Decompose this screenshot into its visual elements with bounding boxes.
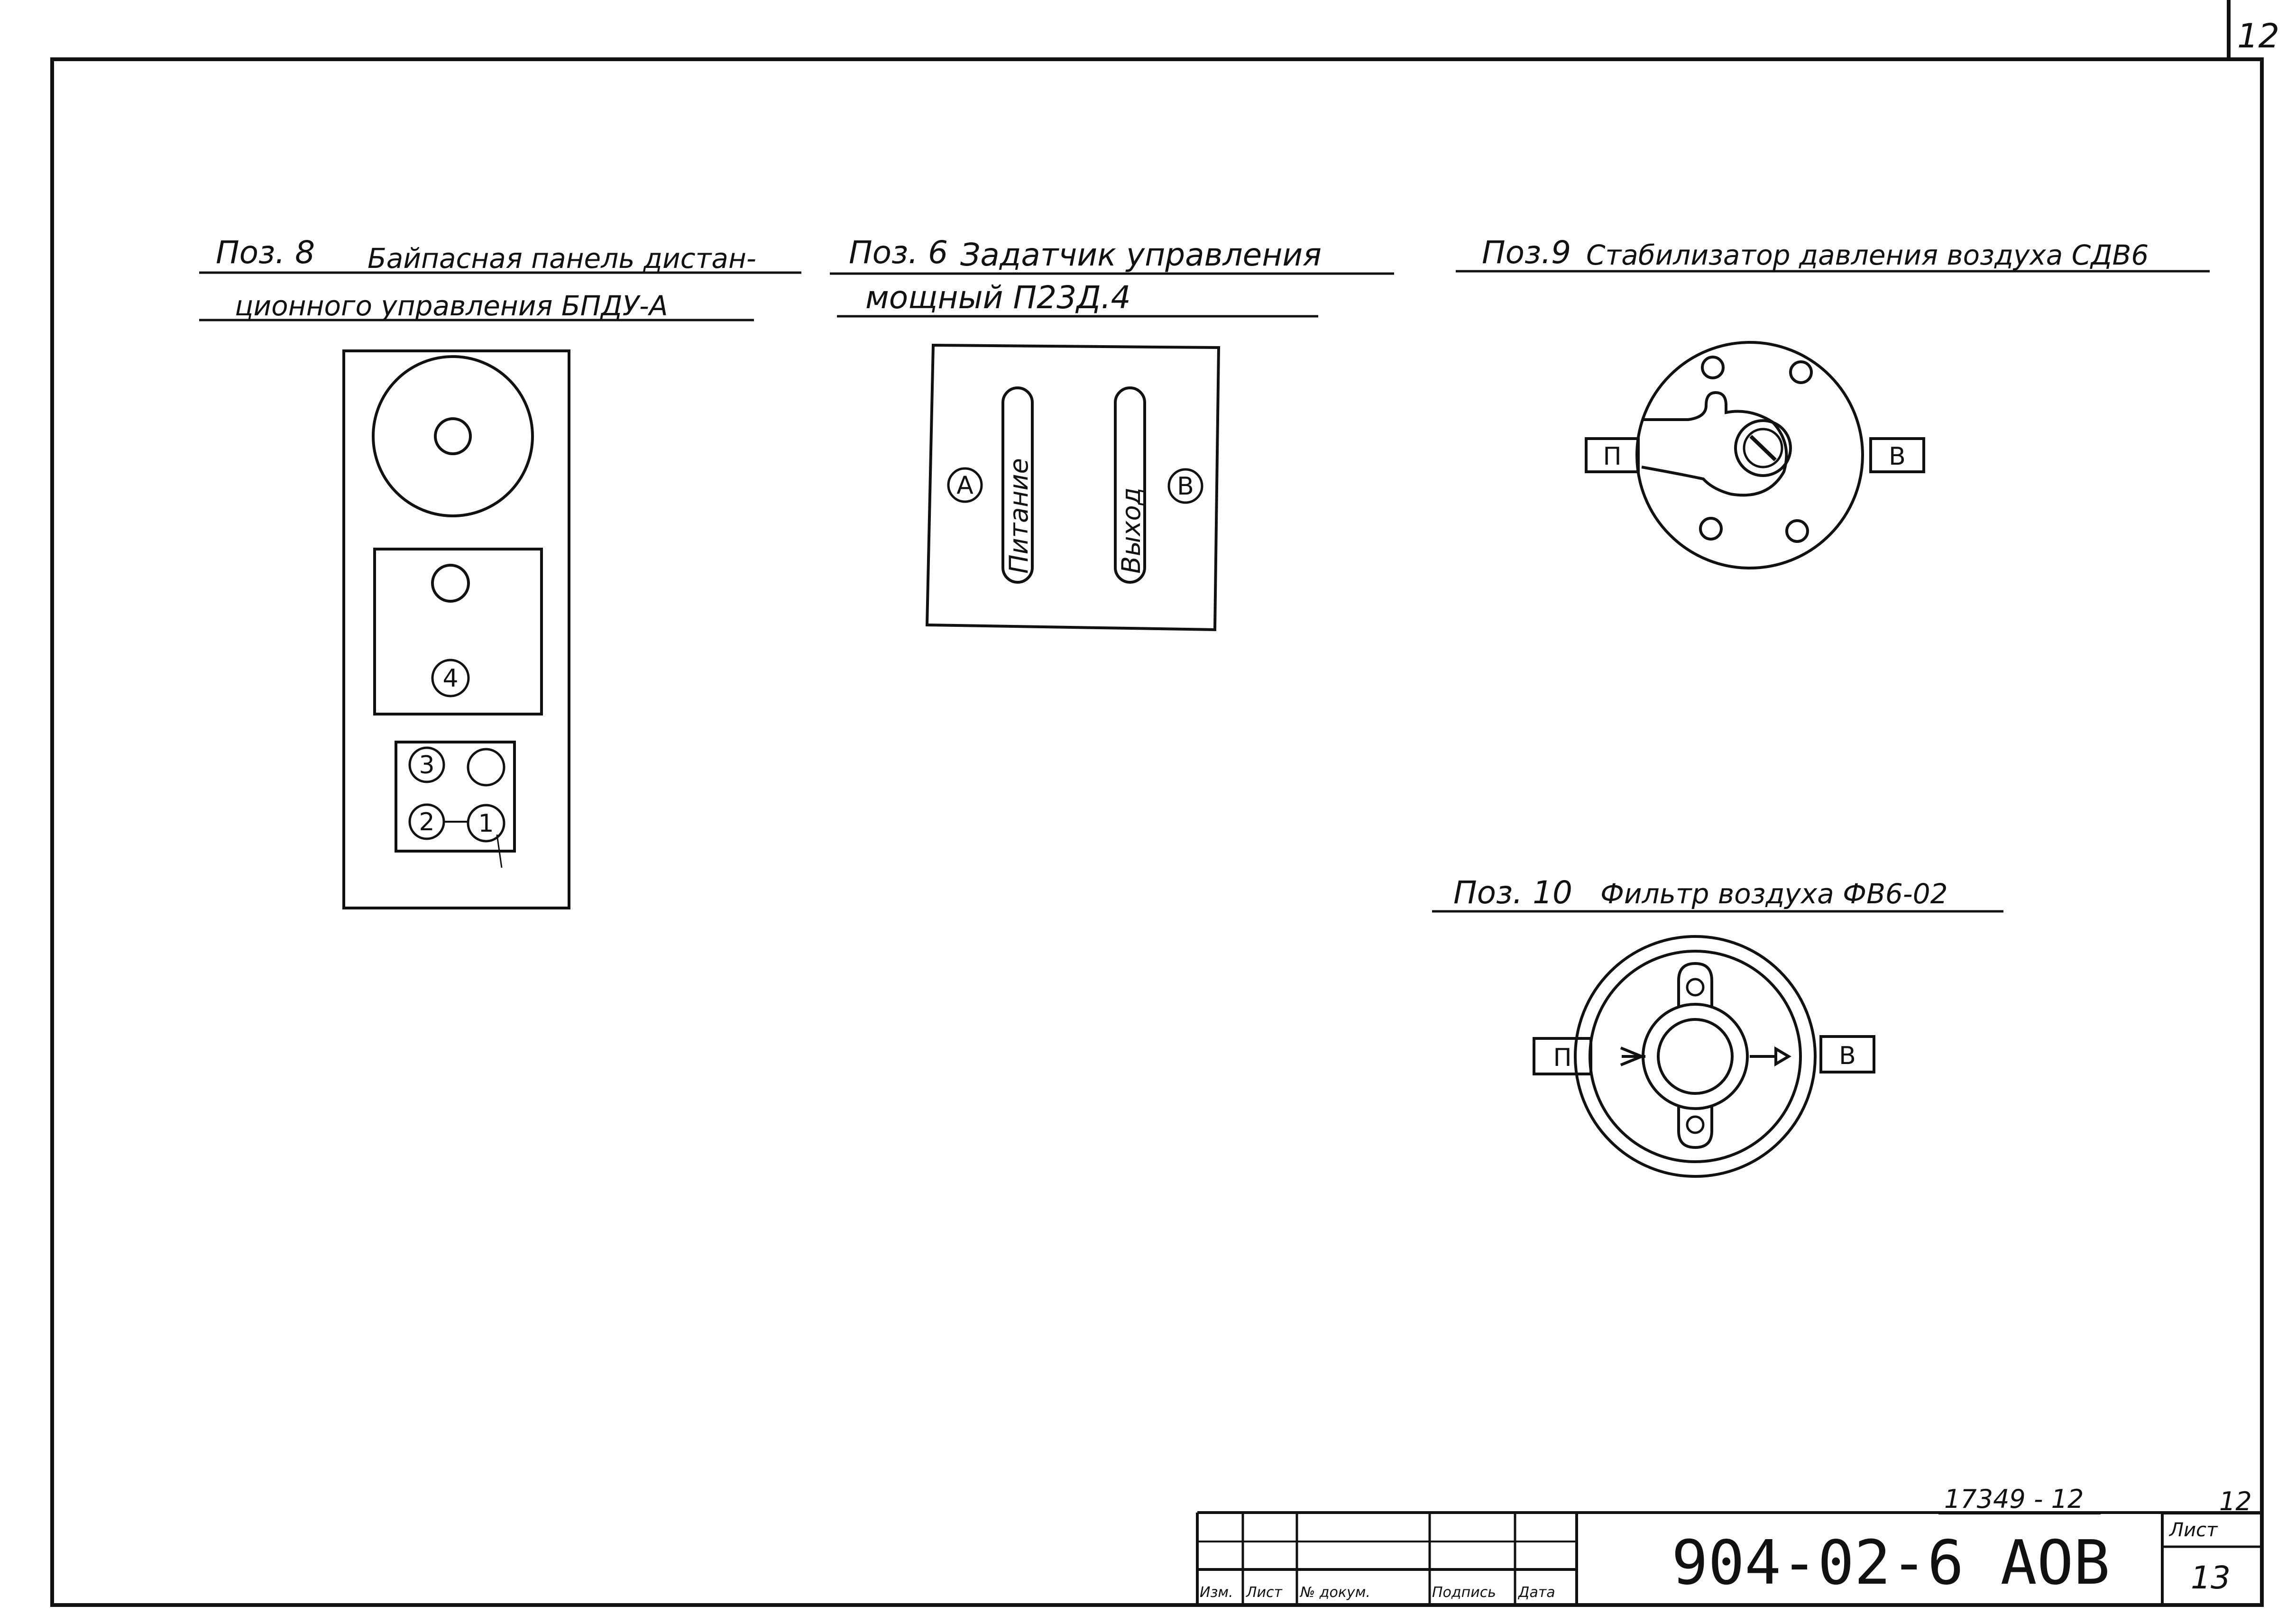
column-change: Изм. (1200, 1584, 1233, 1601)
caption-pos9-text: Стабилизатор давления воздуха СДВ6 (1586, 239, 2149, 271)
setter-device-drawing: Питание Выход А В (925, 343, 1221, 632)
panel-label-4: 4 (442, 664, 458, 693)
filter-port-out (1819, 1035, 1875, 1073)
caption-pos6-prefix: Поз. 6 (849, 234, 948, 271)
stabilizer-port-in-label: П (1603, 442, 1621, 471)
sheet-label: Лист (2168, 1519, 2218, 1541)
sheet-number: 13 (2191, 1560, 2231, 1596)
panel-valve-block (395, 741, 516, 853)
setter-left-mark: А (956, 471, 974, 500)
caption-pos8: Поз. 8 Байпасная панель дистан- ционного… (199, 234, 801, 322)
title-block: 17349 - 12 12 Изм. Лист № докум. Подпись… (1196, 1484, 2262, 1605)
panel-label-circle-4 (431, 659, 470, 697)
panel-label-1: 1 (478, 809, 494, 838)
filter-port-out-label: В (1839, 1042, 1856, 1070)
stabilizer-body (1635, 341, 1864, 569)
stabilizer-screw-icon (1734, 419, 1792, 477)
column-document: № докум. (1299, 1584, 1370, 1601)
caption-pos8-line2: ционного управления БПДУ-А (235, 290, 668, 322)
caption-pos10-prefix: Поз. 10 (1453, 874, 1572, 911)
caption-pos10-text: Фильтр воздуха ФВ6-02 (1600, 878, 1948, 910)
bypass-panel-outline (342, 349, 570, 909)
drawing-frame (50, 57, 2264, 1607)
caption-pos9: Поз.9 Стабилизатор давления воздуха СДВ6 (1456, 234, 2210, 273)
caption-pos9-prefix: Поз.9 (1482, 234, 1571, 271)
stabilizer-port-in (1585, 437, 1640, 473)
flow-out-arrow-icon (1750, 1046, 1791, 1067)
slot-output-label: Выход (1116, 487, 1146, 574)
stabilizer-port-out-label: В (1889, 442, 1906, 471)
filter-outer-ring (1574, 935, 1817, 1178)
filter-drawing: П В (1533, 935, 1875, 1178)
column-sheet: Лист (1246, 1584, 1283, 1601)
slot-output (1114, 386, 1146, 584)
slot-supply (1001, 386, 1034, 584)
caption-pos8-line1: Байпасная панель дистан- (367, 242, 756, 275)
setter-device-outline (925, 343, 1221, 632)
column-date: Дата (1517, 1584, 1555, 1601)
stabilizer-inner-channel (1641, 391, 1788, 497)
corner-number: 12 (2237, 17, 2279, 55)
caption-pos6-line1: Задатчик управления (960, 237, 1322, 273)
setter-right-mark: В (1177, 472, 1194, 501)
slot-supply-label: Питание (1004, 458, 1034, 574)
bypass-panel-drawing: 4 3 2 1 (342, 349, 570, 909)
filter-mount-lugs (1677, 962, 1713, 1149)
column-signature: Подпись (1432, 1584, 1496, 1601)
flow-in-arrow-icon (1620, 1046, 1645, 1066)
panel-middle-block (373, 548, 543, 716)
caption-pos6: Поз. 6 Задатчик управления мощный П23Д.4 (830, 234, 1394, 318)
panel-label-2: 2 (419, 808, 434, 836)
filter-port-in (1533, 1037, 1592, 1075)
stabilizer-drawing: П В (1585, 341, 1925, 569)
filter-port-in-label: П (1553, 1044, 1571, 1072)
panel-label-3: 3 (419, 751, 434, 780)
doc-reference: 17349 - 12 (1944, 1484, 2084, 1514)
caption-pos10: Поз. 10 Фильтр воздуха ФВ6-02 (1432, 874, 2003, 913)
caption-pos8-prefix: Поз. 8 (216, 234, 315, 271)
document-designation: 904-02-6 АОВ (1671, 1528, 2110, 1598)
stabilizer-port-out (1869, 437, 1925, 473)
panel-large-dial-icon (372, 355, 534, 517)
caption-pos6-line2: мощный П23Д.4 (865, 279, 1131, 316)
